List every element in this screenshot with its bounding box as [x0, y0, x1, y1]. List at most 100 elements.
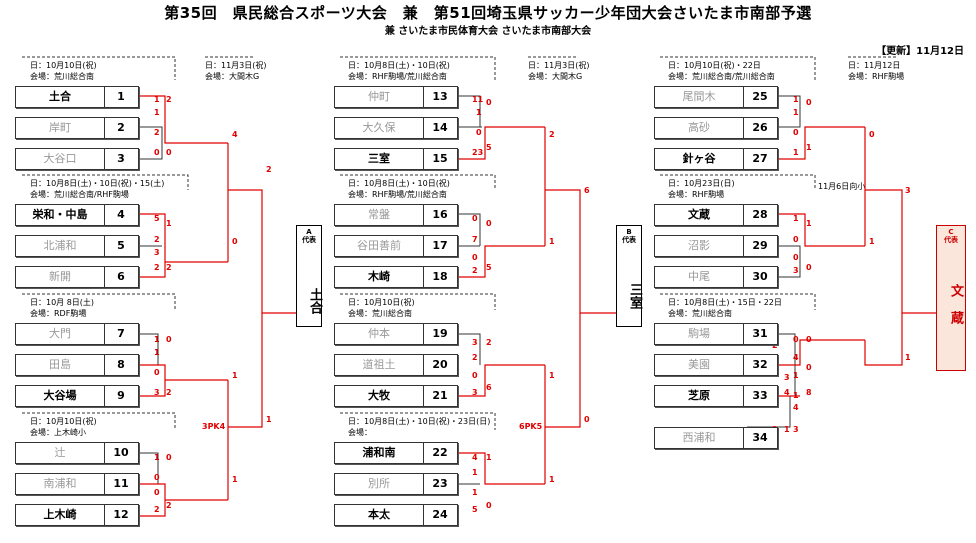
svg-text:0: 0 — [793, 128, 799, 137]
team-number: 12 — [113, 508, 129, 521]
team-name: 芝原 — [655, 386, 744, 406]
info-b1: 日：10月8日(土)・10日(祝)会場：RHF駒場/荒川総合南 — [348, 61, 450, 81]
score-a-semi3: 1 — [232, 371, 238, 380]
svg-text:1: 1 — [472, 488, 478, 497]
team-number: 9 — [117, 389, 125, 402]
rep-b-name: 三室 — [627, 283, 642, 309]
svg-text:5: 5 — [486, 143, 492, 152]
score-a-final1: 2 — [266, 165, 272, 174]
svg-text:23: 23 — [472, 148, 483, 157]
svg-text:1: 1 — [166, 219, 172, 228]
svg-text:3: 3 — [784, 373, 790, 382]
info-c1: 日：10月10日(祝)・22日会場：荒川総合南/荒川総合南 — [668, 61, 775, 81]
team-number: 14 — [432, 121, 448, 134]
svg-text:0: 0 — [806, 98, 812, 107]
team-12: 上木崎 12 — [15, 504, 139, 526]
svg-text:2: 2 — [166, 388, 172, 397]
team-number: 22 — [432, 446, 448, 459]
score-c-semi2: 1 — [869, 237, 875, 246]
team-number: 31 — [752, 327, 768, 340]
score-c-final1: 3 — [905, 186, 911, 195]
svg-text:1: 1 — [476, 108, 482, 117]
svg-text:1: 1 — [793, 95, 799, 104]
rep-c-box: C 代表 文蔵 — [936, 225, 966, 371]
team-number: 32 — [752, 358, 768, 371]
score-b-semi1: 2 — [549, 130, 555, 139]
svg-text:0: 0 — [166, 148, 172, 157]
team-number: 15 — [432, 152, 448, 165]
team-number: 24 — [432, 508, 448, 521]
info-b3: 日：10月10日(祝)会場：荒川総合南 — [348, 298, 415, 318]
svg-text:1: 1 — [793, 214, 799, 223]
svg-text:1: 1 — [793, 371, 799, 380]
svg-text:1: 1 — [806, 219, 812, 228]
team-name: 駒場 — [655, 324, 744, 344]
note-c: 11月6日向小 — [818, 182, 866, 191]
svg-text:2: 2 — [154, 505, 160, 514]
team-name: 岸町 — [16, 118, 105, 138]
rep-c-name: 文蔵 — [948, 284, 963, 338]
rep-b-box: B 代表 三室 — [616, 225, 642, 327]
svg-text:0: 0 — [806, 263, 812, 272]
team-name: 文蔵 — [655, 205, 744, 225]
info-a3: 日：10月 8日(土)会場：RDF駒場 — [30, 298, 95, 318]
team-number: 4 — [117, 208, 125, 221]
svg-text:0: 0 — [793, 335, 799, 344]
team-name: 中尾 — [655, 267, 744, 287]
info-a1: 日：10月10日(祝)会場：荒川総合南 — [30, 61, 97, 81]
team-name: 別所 — [335, 474, 424, 494]
svg-text:2: 2 — [472, 353, 478, 362]
team-name: 大久保 — [335, 118, 424, 138]
team-name: 谷田善前 — [335, 236, 424, 256]
team-name: 尾間木 — [655, 87, 744, 107]
svg-text:3: 3 — [793, 425, 799, 434]
info-c2: 日：10月23日(日)会場：RHF駒場 — [668, 179, 735, 199]
team-name: 上木崎 — [16, 505, 105, 525]
svg-text:2: 2 — [486, 338, 492, 347]
team-number: 18 — [432, 270, 448, 283]
svg-text:1: 1 — [154, 348, 160, 357]
team-name: 辻 — [16, 443, 105, 463]
svg-text:8: 8 — [806, 388, 812, 397]
team-name: 三室 — [335, 149, 424, 169]
team-number: 16 — [432, 208, 448, 221]
rep-a-name: 土合 — [307, 288, 322, 314]
svg-text:0: 0 — [154, 473, 160, 482]
team-number: 7 — [117, 327, 125, 340]
team-name: 大牧 — [335, 386, 424, 406]
svg-text:2: 2 — [166, 95, 172, 104]
info-b2: 日：10月8日(土)・10日(祝)会場：RHF駒場/荒川総合南 — [348, 179, 450, 199]
team-number: 2 — [117, 121, 125, 134]
svg-text:1: 1 — [784, 425, 790, 434]
svg-text:7: 7 — [472, 235, 478, 244]
team-name: 西浦和 — [655, 428, 744, 448]
svg-text:1: 1 — [154, 453, 160, 462]
team-number: 33 — [752, 389, 768, 402]
team-name: 仲本 — [335, 324, 424, 344]
svg-text:2: 2 — [166, 501, 172, 510]
svg-text:0: 0 — [806, 363, 812, 372]
team-number: 28 — [752, 208, 768, 221]
team-name: 新開 — [16, 267, 105, 287]
team-31: 駒場 31 — [654, 323, 778, 345]
svg-text:5: 5 — [472, 505, 478, 514]
svg-text:1: 1 — [793, 108, 799, 117]
svg-text:4: 4 — [793, 403, 799, 412]
svg-text:0: 0 — [806, 335, 812, 344]
team-number: 30 — [752, 270, 768, 283]
svg-text:0: 0 — [472, 253, 478, 262]
svg-text:3: 3 — [472, 338, 478, 347]
info-bf: 日：11月3日(祝)会場：大間木G — [528, 61, 590, 81]
